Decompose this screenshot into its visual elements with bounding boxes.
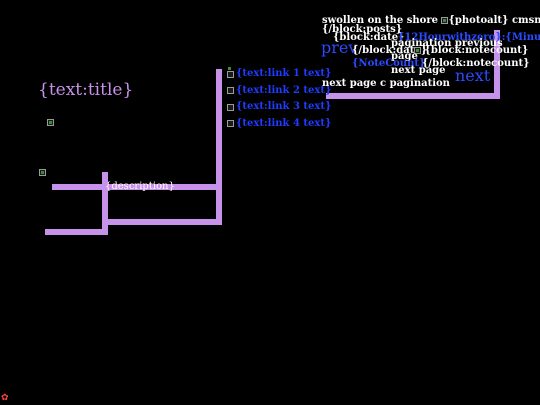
description: {description}: [105, 181, 175, 192]
broken-image-icon: [227, 103, 234, 111]
broken-image-icon: [414, 47, 421, 54]
link-list: {text:link 1 text} {text:link 2 text} {t…: [227, 66, 331, 132]
link-text[interactable]: {text:link 4 text}: [236, 117, 332, 129]
broken-image-icon: [227, 120, 234, 128]
pagination-previous[interactable]: pagination previous: [391, 38, 503, 49]
favicon-icon: ✿: [1, 393, 9, 403]
photo-alt: {photoalt}: [448, 15, 509, 26]
block-notecount: {block:notecount}: [414, 45, 528, 56]
bar-horizontal-bottom-left: [45, 229, 108, 235]
block-date: {block:date}: [333, 32, 405, 43]
block-date-close: {/block:date}: [352, 45, 428, 56]
link-text[interactable]: {text:link 1 text}: [236, 68, 332, 79]
link-item[interactable]: {text:link 4 text}: [227, 116, 331, 133]
post-title: swollen on the shore: [322, 15, 438, 26]
permalink-time[interactable]: {12Hourwithzero}:{Minutes}: [398, 32, 540, 43]
block-notecount-text: {block:notecount}: [424, 45, 529, 56]
bar-vertical-middle: [216, 69, 222, 225]
bar-vertical-left: [102, 172, 108, 234]
bar-vertical-right: [494, 30, 500, 99]
block-notecount-close: {/block:notecount}: [422, 58, 530, 69]
broken-image-icon: [47, 119, 54, 126]
link-text[interactable]: {text:link 2 text}: [236, 84, 332, 96]
bar-horizontal-right: [326, 93, 500, 99]
post-title-line: swollen on the shore {photoalt} cmsm c: [322, 15, 540, 26]
bar-horizontal-bottom: [105, 219, 222, 225]
link-item[interactable]: {text:link 1 text}: [227, 66, 331, 83]
block-posts: {/block:posts}: [322, 24, 403, 35]
post-tail: cmsm c: [511, 15, 540, 26]
note-count[interactable]: {NoteCount}: [352, 58, 426, 69]
prev-link[interactable]: prev: [321, 38, 358, 57]
next-page-pagination[interactable]: next page c pagination: [322, 78, 450, 89]
broken-image-icon: [39, 169, 46, 176]
broken-image-icon: [227, 87, 234, 95]
link-item[interactable]: {text:link 3 text}: [227, 99, 331, 116]
next-page[interactable]: next page: [391, 65, 446, 76]
link-item[interactable]: {text:link 2 text}: [227, 83, 331, 100]
broken-image-icon: [227, 70, 234, 78]
page-title: {text:title}: [38, 80, 134, 100]
page-label: page: [391, 51, 418, 62]
bar-horizontal-top-left: [52, 184, 220, 190]
next-link[interactable]: next: [455, 66, 491, 85]
link-text[interactable]: {text:link 3 text}: [236, 101, 332, 112]
broken-image-icon: [441, 17, 449, 24]
